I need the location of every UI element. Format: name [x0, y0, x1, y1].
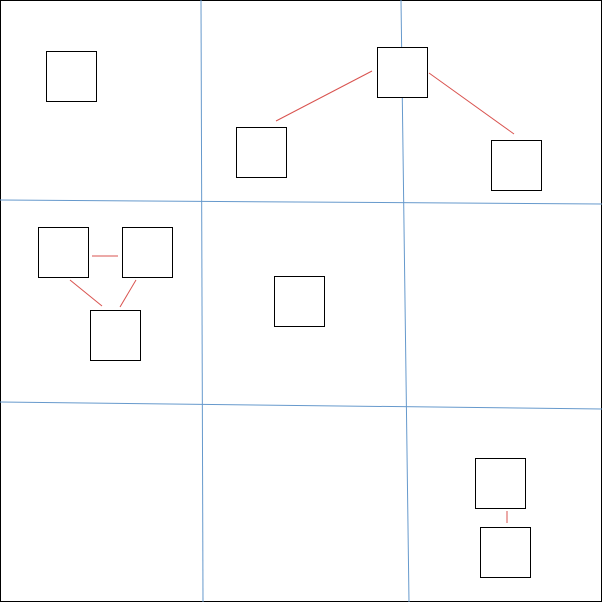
grid-line-vertical-2	[400, 0, 410, 602]
box-g	[90, 310, 141, 361]
link-box-f-box-g	[119, 279, 137, 308]
box-j	[480, 527, 531, 578]
grid-line-horizontal-2	[0, 401, 602, 410]
box-c	[236, 127, 287, 178]
link-box-b-box-c	[275, 70, 373, 122]
box-d	[491, 140, 542, 191]
link-box-b-box-d	[428, 72, 515, 135]
link-lines	[69, 70, 515, 523]
box-f	[122, 227, 173, 278]
link-box-e-box-g	[69, 279, 103, 307]
grid-line-vertical-1	[200, 0, 204, 602]
box-i	[475, 458, 526, 509]
box-b	[377, 47, 428, 98]
grid-line-horizontal-1	[0, 199, 602, 205]
box-h	[274, 276, 325, 327]
node-boxes	[38, 47, 542, 578]
box-e	[38, 227, 89, 278]
box-a	[46, 51, 97, 102]
